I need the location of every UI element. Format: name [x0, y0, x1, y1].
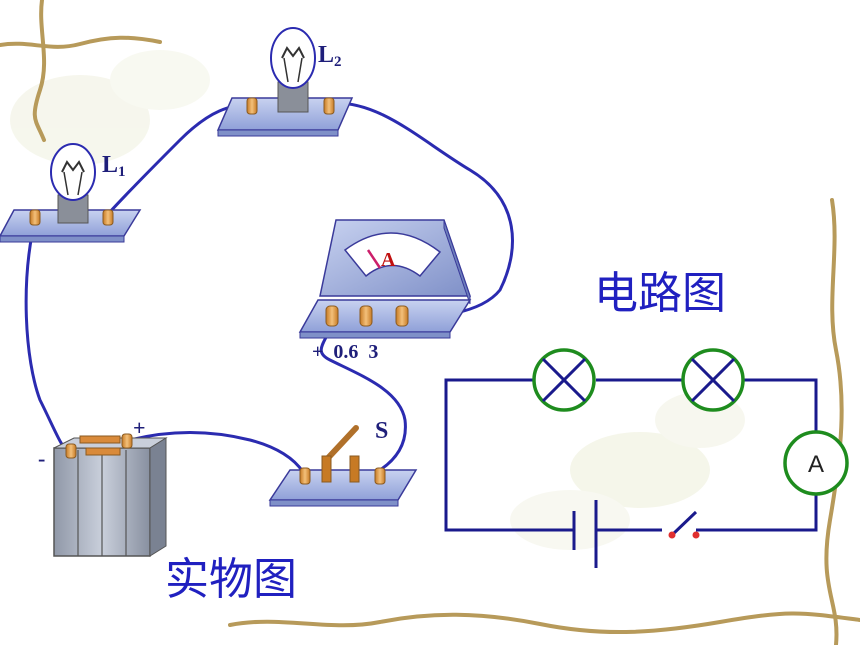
- lamp-symbol: [681, 348, 745, 412]
- knife-switch-icon: [325, 425, 359, 461]
- lamp-l2-subscript: 2: [334, 54, 342, 70]
- battery: + -: [38, 415, 168, 557]
- ammeter-symbol: A: [783, 430, 849, 496]
- ammeter-symbol-label: A: [808, 451, 824, 478]
- lamp-l1: L 1: [0, 143, 142, 243]
- lamp-l2-label: L: [318, 42, 334, 68]
- switch-label: S: [375, 418, 388, 444]
- ammeter-letter: A: [381, 249, 396, 271]
- switch-contact: [668, 531, 676, 539]
- physical-caption: 实物图: [165, 554, 297, 605]
- bulb-icon: [270, 27, 316, 89]
- schematic: 电路图 A: [444, 268, 849, 568]
- background-decoration: [10, 50, 745, 550]
- battery-minus-label: -: [38, 446, 45, 471]
- lamp-l1-subscript: 1: [118, 164, 126, 180]
- switch: S: [268, 418, 418, 507]
- switch-contact: [692, 531, 700, 539]
- ammeter: A + 0.6 3: [298, 219, 472, 363]
- lamp-l1-label: L: [102, 152, 118, 178]
- lamp-l2: L 2: [216, 27, 354, 137]
- bulb-icon: [50, 143, 96, 201]
- ammeter-terminal-labels: + 0.6 3: [312, 341, 378, 363]
- battery-plus-label: +: [133, 415, 146, 440]
- lamp-symbol: [532, 348, 596, 412]
- schematic-caption: 电路图: [594, 268, 726, 319]
